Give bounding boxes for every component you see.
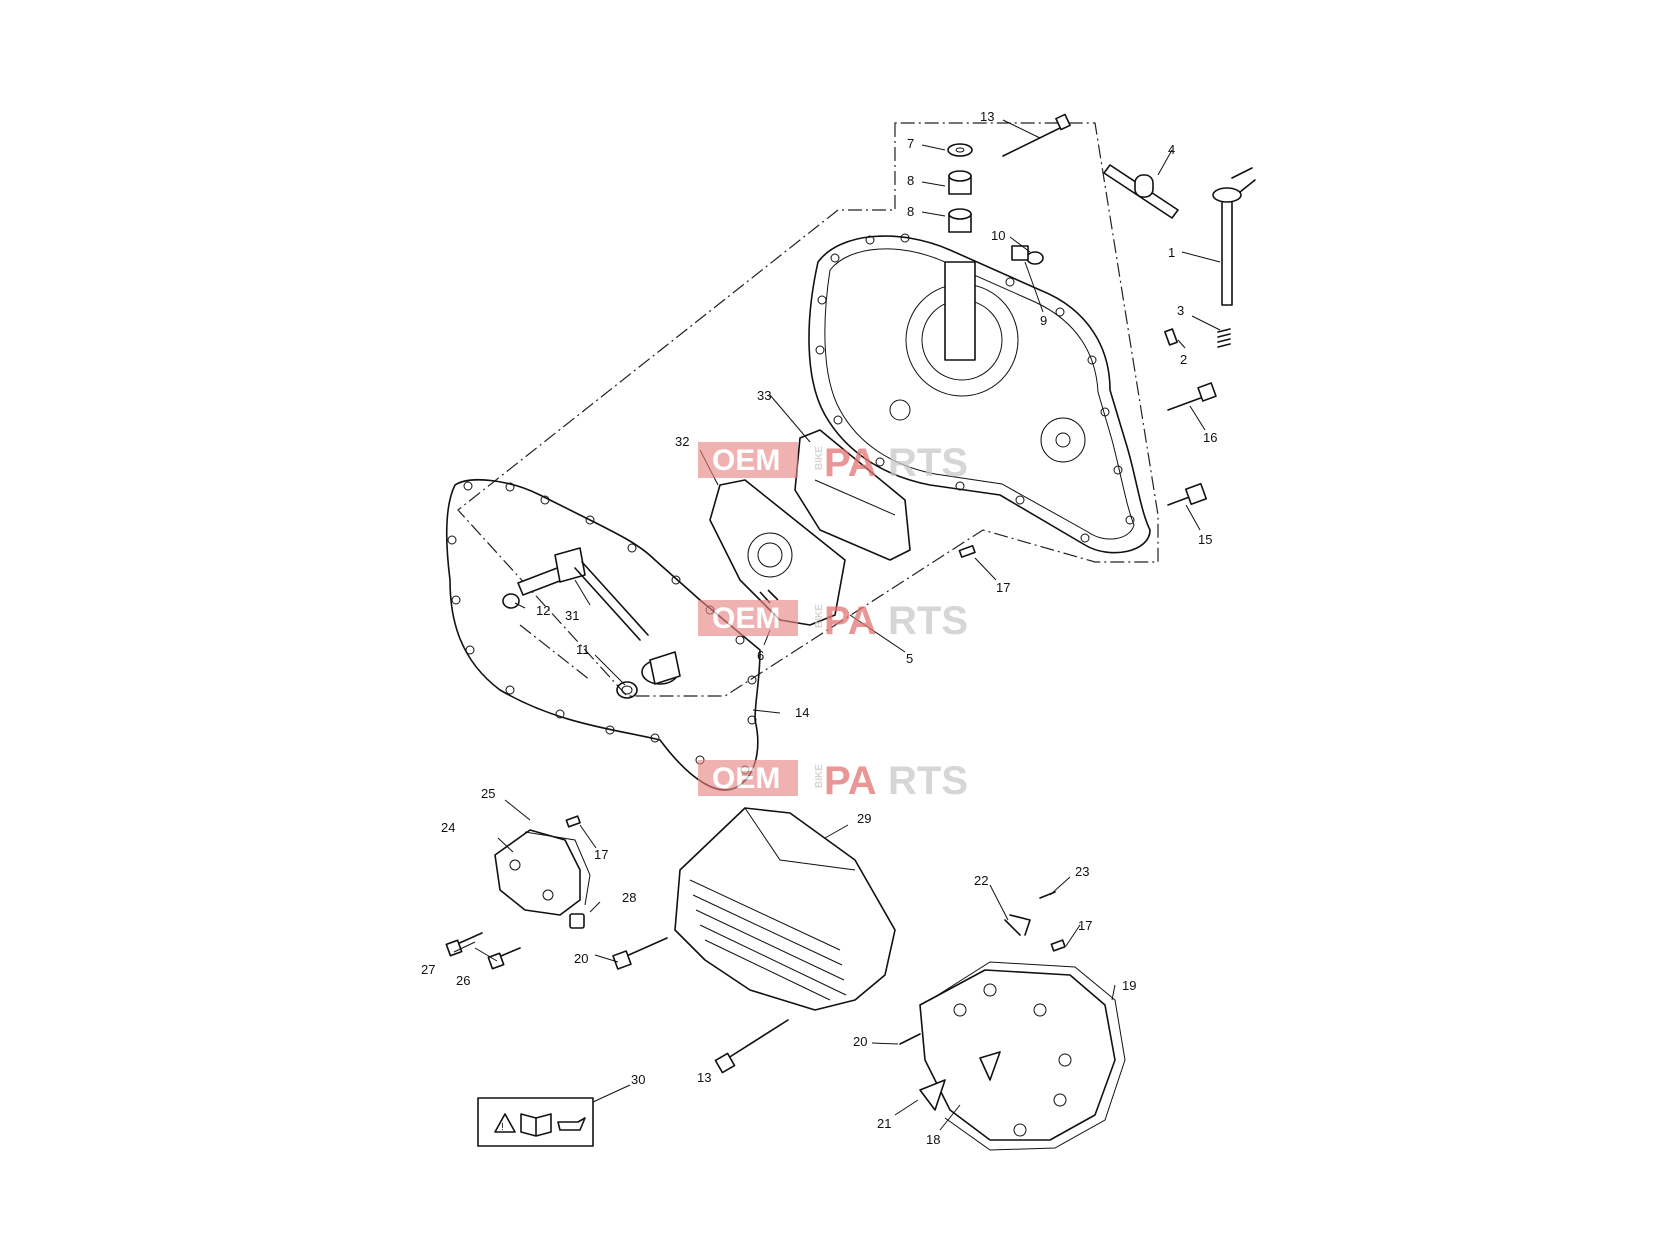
callout-11: 11 <box>576 642 590 657</box>
watermark-3: OEM BIKE PA RTS <box>698 759 968 803</box>
callout-10: 10 <box>991 228 1005 243</box>
svg-text:RTS: RTS <box>888 599 968 643</box>
svg-text:PA: PA <box>824 441 877 485</box>
callout-4: 4 <box>1168 142 1175 157</box>
callout-9: 9 <box>1040 313 1047 328</box>
callout-17-top: 17 <box>996 580 1010 595</box>
callout-14: 14 <box>795 705 809 720</box>
cover-plate <box>709 429 911 626</box>
svg-text:OEM: OEM <box>712 444 780 477</box>
callout-17-left: 17 <box>594 847 608 862</box>
callout-20-left: 20 <box>574 951 588 966</box>
shift-shaft-parts <box>947 113 1256 558</box>
svg-text:BIKE: BIKE <box>814 604 825 628</box>
callout-30: 30 <box>631 1072 645 1087</box>
callout-3: 3 <box>1177 303 1184 318</box>
svg-text:OEM: OEM <box>712 602 780 635</box>
callout-16: 16 <box>1203 430 1217 445</box>
svg-text:PA: PA <box>824 599 877 643</box>
callout-13-bottom: 13 <box>697 1070 711 1085</box>
svg-text:RTS: RTS <box>888 759 968 803</box>
callout-20-right: 20 <box>853 1034 867 1049</box>
warning-label: ! <box>477 1097 594 1147</box>
svg-text:BIKE: BIKE <box>814 764 825 788</box>
callout-33: 33 <box>757 388 771 403</box>
callout-19: 19 <box>1122 978 1136 993</box>
callout-12: 12 <box>536 603 550 618</box>
callout-22: 22 <box>974 873 988 888</box>
svg-text:!: ! <box>501 1122 504 1133</box>
callout-31: 31 <box>565 608 579 623</box>
callout-1: 1 <box>1168 245 1175 260</box>
callout-17-right: 17 <box>1078 918 1092 933</box>
callout-21: 21 <box>877 1116 891 1131</box>
callout-24: 24 <box>441 820 455 835</box>
svg-text:PA: PA <box>824 759 877 803</box>
callout-26: 26 <box>456 973 470 988</box>
watermark-1: OEM BIKE PA RTS <box>698 441 968 485</box>
callout-2: 2 <box>1180 352 1187 367</box>
callout-7: 7 <box>907 136 914 151</box>
callout-25: 25 <box>481 786 495 801</box>
assembly-guide-lines <box>457 122 1159 697</box>
callout-8b: 8 <box>907 204 914 219</box>
callout-23: 23 <box>1075 864 1089 879</box>
callout-18: 18 <box>926 1132 940 1147</box>
svg-text:BIKE: BIKE <box>814 446 825 470</box>
inner-cover <box>808 233 1151 554</box>
clutch-cover <box>899 891 1126 1151</box>
watermark-2: OEM BIKE PA RTS <box>698 599 968 643</box>
svg-text:OEM: OEM <box>712 762 780 795</box>
callout-32: 32 <box>675 434 689 449</box>
finned-cover <box>674 807 896 1074</box>
callout-13-top: 13 <box>980 109 994 124</box>
svg-text:RTS: RTS <box>888 441 968 485</box>
callout-8a: 8 <box>907 173 914 188</box>
callout-labels: 1 2 3 4 5 6 7 8 8 9 10 11 12 13 13 14 15… <box>421 109 1217 1147</box>
callout-6: 6 <box>757 648 764 663</box>
small-cover <box>445 815 668 970</box>
shaft-assembly <box>502 547 681 699</box>
callout-29: 29 <box>857 811 871 826</box>
callout-5: 5 <box>906 651 913 666</box>
callout-27: 27 <box>421 962 435 977</box>
callout-28: 28 <box>622 890 636 905</box>
callout-15: 15 <box>1198 532 1212 547</box>
